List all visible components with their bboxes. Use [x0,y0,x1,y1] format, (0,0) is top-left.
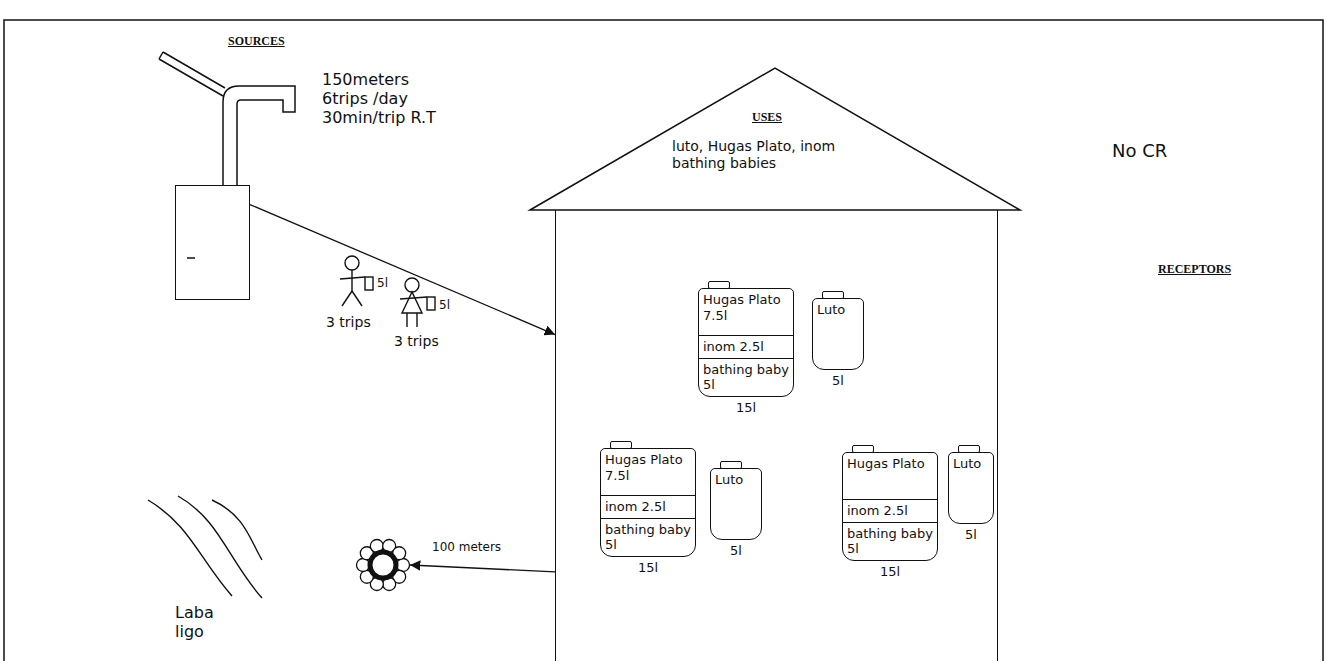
water-container: Hugas Platoinom 2.5lbathing baby 5l [842,452,938,561]
figure-dress [402,292,422,313]
jug-node: Luto 5l [812,298,864,389]
figure-arms [400,297,427,299]
edge-label: 150meters 6trips /day 30min/trip R.T [322,70,457,128]
volume-label: 5l [812,373,864,389]
note-label: 5l [377,276,388,290]
figure-body [351,270,352,291]
volume-label: 15l [698,400,794,416]
use-compartment: Hugas Plato 7.5l [699,289,793,335]
river-lines [148,496,262,598]
use-compartment: Luto [949,453,993,475]
use-compartment: inom 2.5l [601,495,695,518]
place-label: Laba ligo [175,603,223,641]
pillar-mark [187,257,195,259]
note-label: 3 trips [394,333,439,350]
water-container: Luto [710,468,762,540]
jug-node: Luto 5l [948,452,994,543]
figure-leg [406,313,407,327]
figure-leg [416,313,417,327]
section-heading: USES [752,110,782,124]
use-compartment: bathing baby 5l [843,522,937,560]
river-bank [148,500,232,596]
tap-stand [175,185,250,300]
flow-arrow [250,205,555,335]
figure-leg [342,291,352,306]
jug-node: Hugas Plato 7.5linom 2.5lbathing baby 5l… [698,288,794,415]
well-ring [370,552,396,578]
volume-label: 5l [710,543,762,559]
section-heading: RECEPTORS [1158,262,1231,276]
volume-label: 5l [948,527,994,543]
woman-figure [400,278,435,327]
figure-frame [4,20,1323,661]
note-label: No CR [1112,140,1167,162]
water-container: Hugas Plato 7.5linom 2.5lbathing baby 5l [600,448,696,557]
faucet-handle [159,52,225,96]
use-compartment: bathing baby 5l [601,518,695,556]
bucket [427,297,435,310]
man-figure [340,256,373,306]
bucket [365,277,373,290]
use-compartment: inom 2.5l [699,335,793,358]
water-container: Luto [812,298,864,370]
use-compartment: bathing baby 5l [699,358,793,396]
water-container: Luto [948,452,994,524]
tap-node: SOURCES [155,30,300,305]
well-node: Laba ligo [165,533,415,658]
figure-arms [340,277,365,279]
figure-head [345,256,359,270]
well-drawing [356,538,410,592]
jug-node: Hugas Platoinom 2.5lbathing baby 5l 15l [842,452,938,579]
water-container: Hugas Plato 7.5linom 2.5lbathing baby 5l [698,288,794,397]
figure-leg [352,291,362,306]
flow-arrow [410,565,555,572]
section-heading: SOURCES [228,34,285,48]
volume-label: 15l [600,560,696,576]
jug-node: Luto 5l [710,468,762,559]
faucet-drawing [155,30,300,305]
river-bank [212,500,262,560]
jug-node: Hugas Plato 7.5linom 2.5lbathing baby 5l… [600,448,696,575]
house-roof [530,68,1020,210]
note-label: 3 trips [326,314,371,331]
use-compartment: Luto [813,299,863,321]
note-label: 5l [439,298,450,312]
river-bank [178,496,262,598]
figure-head [405,278,419,292]
edge-label: 100 meters [432,540,522,554]
use-compartment: Hugas Plato [843,453,937,499]
house-node: USES luto, Hugas Plato, inom bathing babi… [530,66,1020,661]
uses-note: luto, Hugas Plato, inom bathing babies [672,138,882,172]
volume-label: 15l [842,564,938,580]
use-compartment: Luto [711,469,761,491]
faucet-spout [223,86,295,185]
use-compartment: inom 2.5l [843,499,937,522]
well-symbol [356,538,410,592]
house-body [555,210,998,661]
use-compartment: Hugas Plato 7.5l [601,449,695,495]
